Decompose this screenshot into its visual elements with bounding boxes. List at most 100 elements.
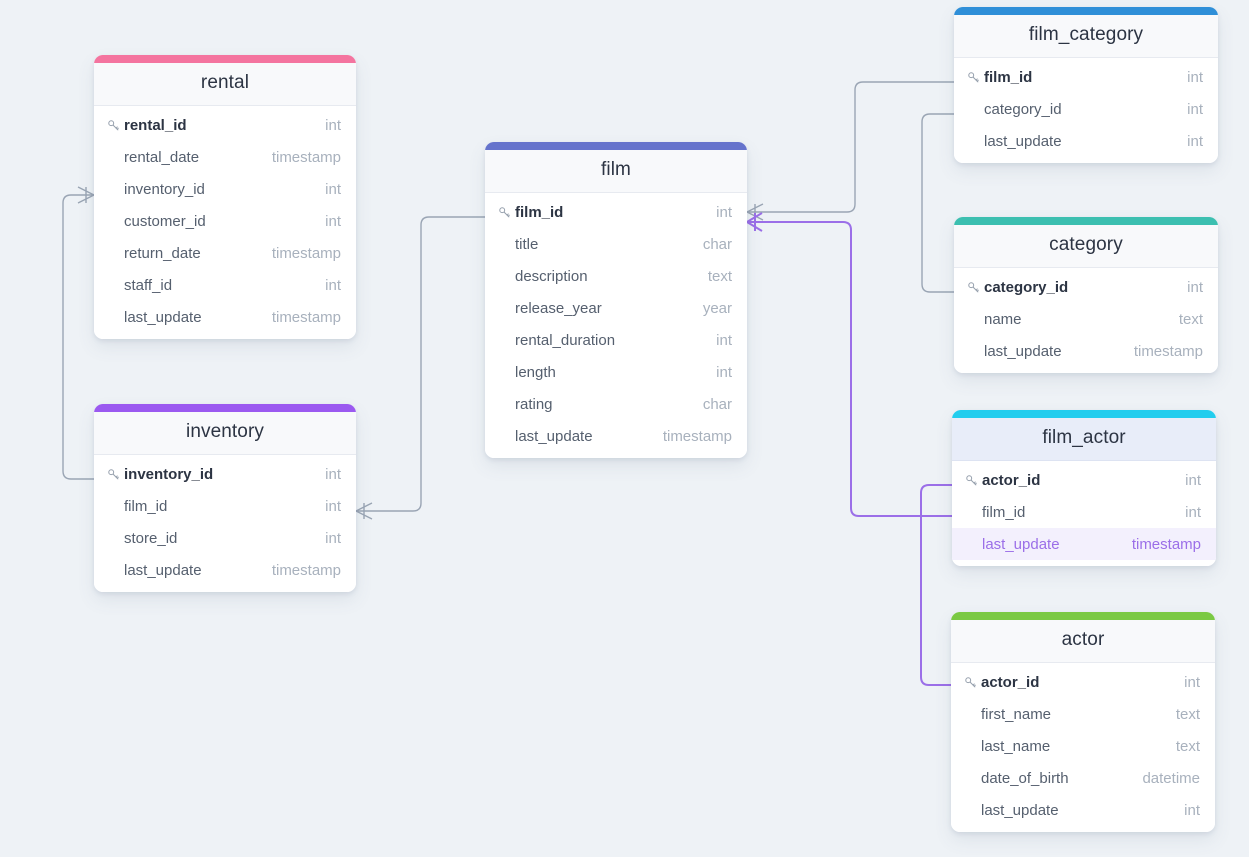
table-accent-bar <box>94 55 356 63</box>
column-name: customer_id <box>124 212 206 230</box>
column-type: int <box>325 212 341 230</box>
column-name: last_update <box>124 308 202 326</box>
table-title[interactable]: rental <box>94 63 356 106</box>
column-type: text <box>707 267 732 285</box>
column-name: last_update <box>982 535 1060 553</box>
column-row[interactable]: last_update int <box>954 125 1218 157</box>
column-row[interactable]: customer_id int <box>94 205 356 237</box>
column-name: last_name <box>981 737 1051 755</box>
column-type: timestamp <box>271 244 341 262</box>
column-type: int <box>1184 801 1200 819</box>
column-name: inventory_id <box>124 180 205 198</box>
column-name: inventory_id <box>124 465 214 483</box>
primary-key-icon <box>107 468 124 481</box>
column-name: film_id <box>515 203 564 221</box>
column-type: timestamp <box>271 148 341 166</box>
table-accent-bar <box>94 404 356 412</box>
column-name: title <box>515 235 539 253</box>
edge-film-film_category <box>746 81 954 221</box>
column-row[interactable]: release_year year <box>485 292 747 324</box>
column-type: int <box>1185 471 1201 489</box>
column-name: rating <box>515 395 553 413</box>
table-title[interactable]: inventory <box>94 412 356 455</box>
column-type: int <box>1184 673 1200 691</box>
column-type: text <box>1175 705 1200 723</box>
table-accent-bar <box>951 612 1215 620</box>
column-name: description <box>515 267 588 285</box>
column-row[interactable]: film_id int <box>94 490 356 522</box>
edge-inventory-film <box>355 216 485 520</box>
table-accent-bar <box>954 7 1218 15</box>
table-title[interactable]: film <box>485 150 747 193</box>
column-name: release_year <box>515 299 602 317</box>
column-type: timestamp <box>1133 342 1203 360</box>
edge-film_category-category <box>921 113 954 293</box>
column-type: int <box>1187 100 1203 118</box>
column-type: int <box>1187 132 1203 150</box>
column-name: film_id <box>984 68 1033 86</box>
column-row[interactable]: last_update int <box>951 794 1215 826</box>
edge-film_actor-actor <box>920 484 952 686</box>
column-name: last_update <box>981 801 1059 819</box>
column-row[interactable]: last_name text <box>951 730 1215 762</box>
column-row[interactable]: rating char <box>485 388 747 420</box>
column-type: char <box>702 395 732 413</box>
column-type: text <box>1178 310 1203 328</box>
table-title[interactable]: actor <box>951 620 1215 663</box>
column-type: int <box>325 465 341 483</box>
table-title[interactable]: film_actor <box>952 418 1216 461</box>
column-name: rental_duration <box>515 331 616 349</box>
table-title[interactable]: category <box>954 225 1218 268</box>
column-row[interactable]: inventory_id int <box>94 458 356 490</box>
edge-film-film_actor <box>746 212 952 517</box>
primary-key-icon <box>107 119 124 132</box>
column-row[interactable]: description text <box>485 260 747 292</box>
column-name: last_update <box>984 132 1062 150</box>
column-type: text <box>1175 737 1200 755</box>
column-type: int <box>325 276 341 294</box>
column-type: int <box>325 497 341 515</box>
column-type: year <box>702 299 732 317</box>
table-title[interactable]: film_category <box>954 15 1218 58</box>
column-name: film_id <box>124 497 168 515</box>
